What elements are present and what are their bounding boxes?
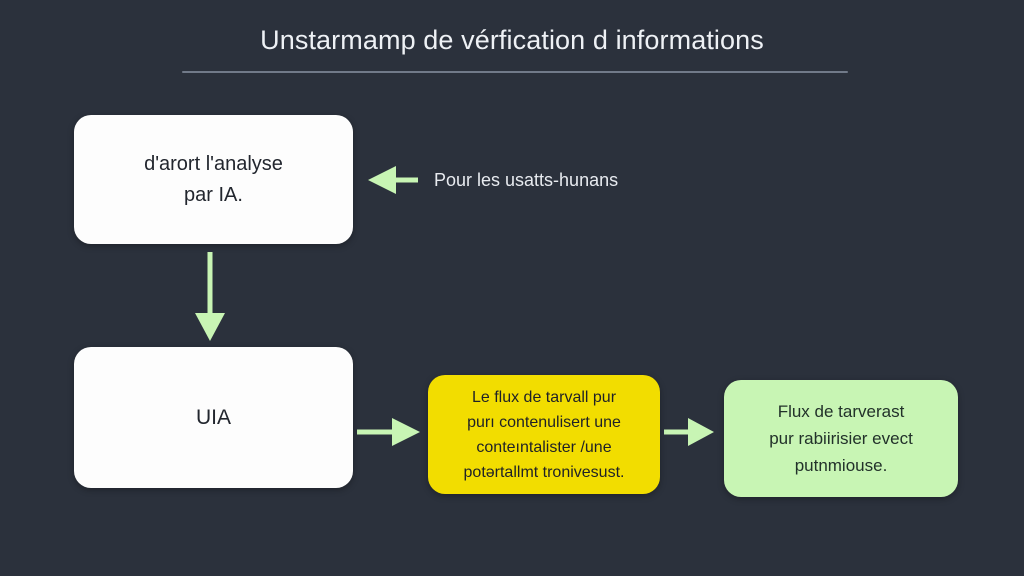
- node-uia-label: UIA: [195, 405, 231, 429]
- node-outcome[interactable]: Flux de tarverast pur rabiirisier evect …: [724, 380, 958, 497]
- node-outcome-label: Flux de tarverast pur rabiirisier evect …: [769, 402, 913, 475]
- arrow-uia-to-workflow-icon: [357, 418, 420, 446]
- node-analysis-label: d'arort l'analyse par IA.: [144, 152, 283, 206]
- page-title: Unstarmamp de vérfication d informations: [260, 25, 764, 55]
- node-workflow-label: Le flux de tarvall pur purı contenuliser…: [463, 388, 625, 481]
- node-workflow[interactable]: Le flux de tarvall pur purı contenuliser…: [428, 375, 660, 494]
- annotation-arrow-icon: [368, 166, 418, 194]
- node-uia[interactable]: UIA: [74, 347, 353, 488]
- title-divider: [182, 71, 848, 73]
- arrow-analysis-to-uia-icon: [195, 252, 225, 341]
- annotation-humans-label: Pour les usatts-hunans: [434, 170, 619, 190]
- node-analysis[interactable]: d'arort l'analyse par IA.: [74, 115, 353, 244]
- arrow-workflow-to-outcome-icon: [664, 418, 714, 446]
